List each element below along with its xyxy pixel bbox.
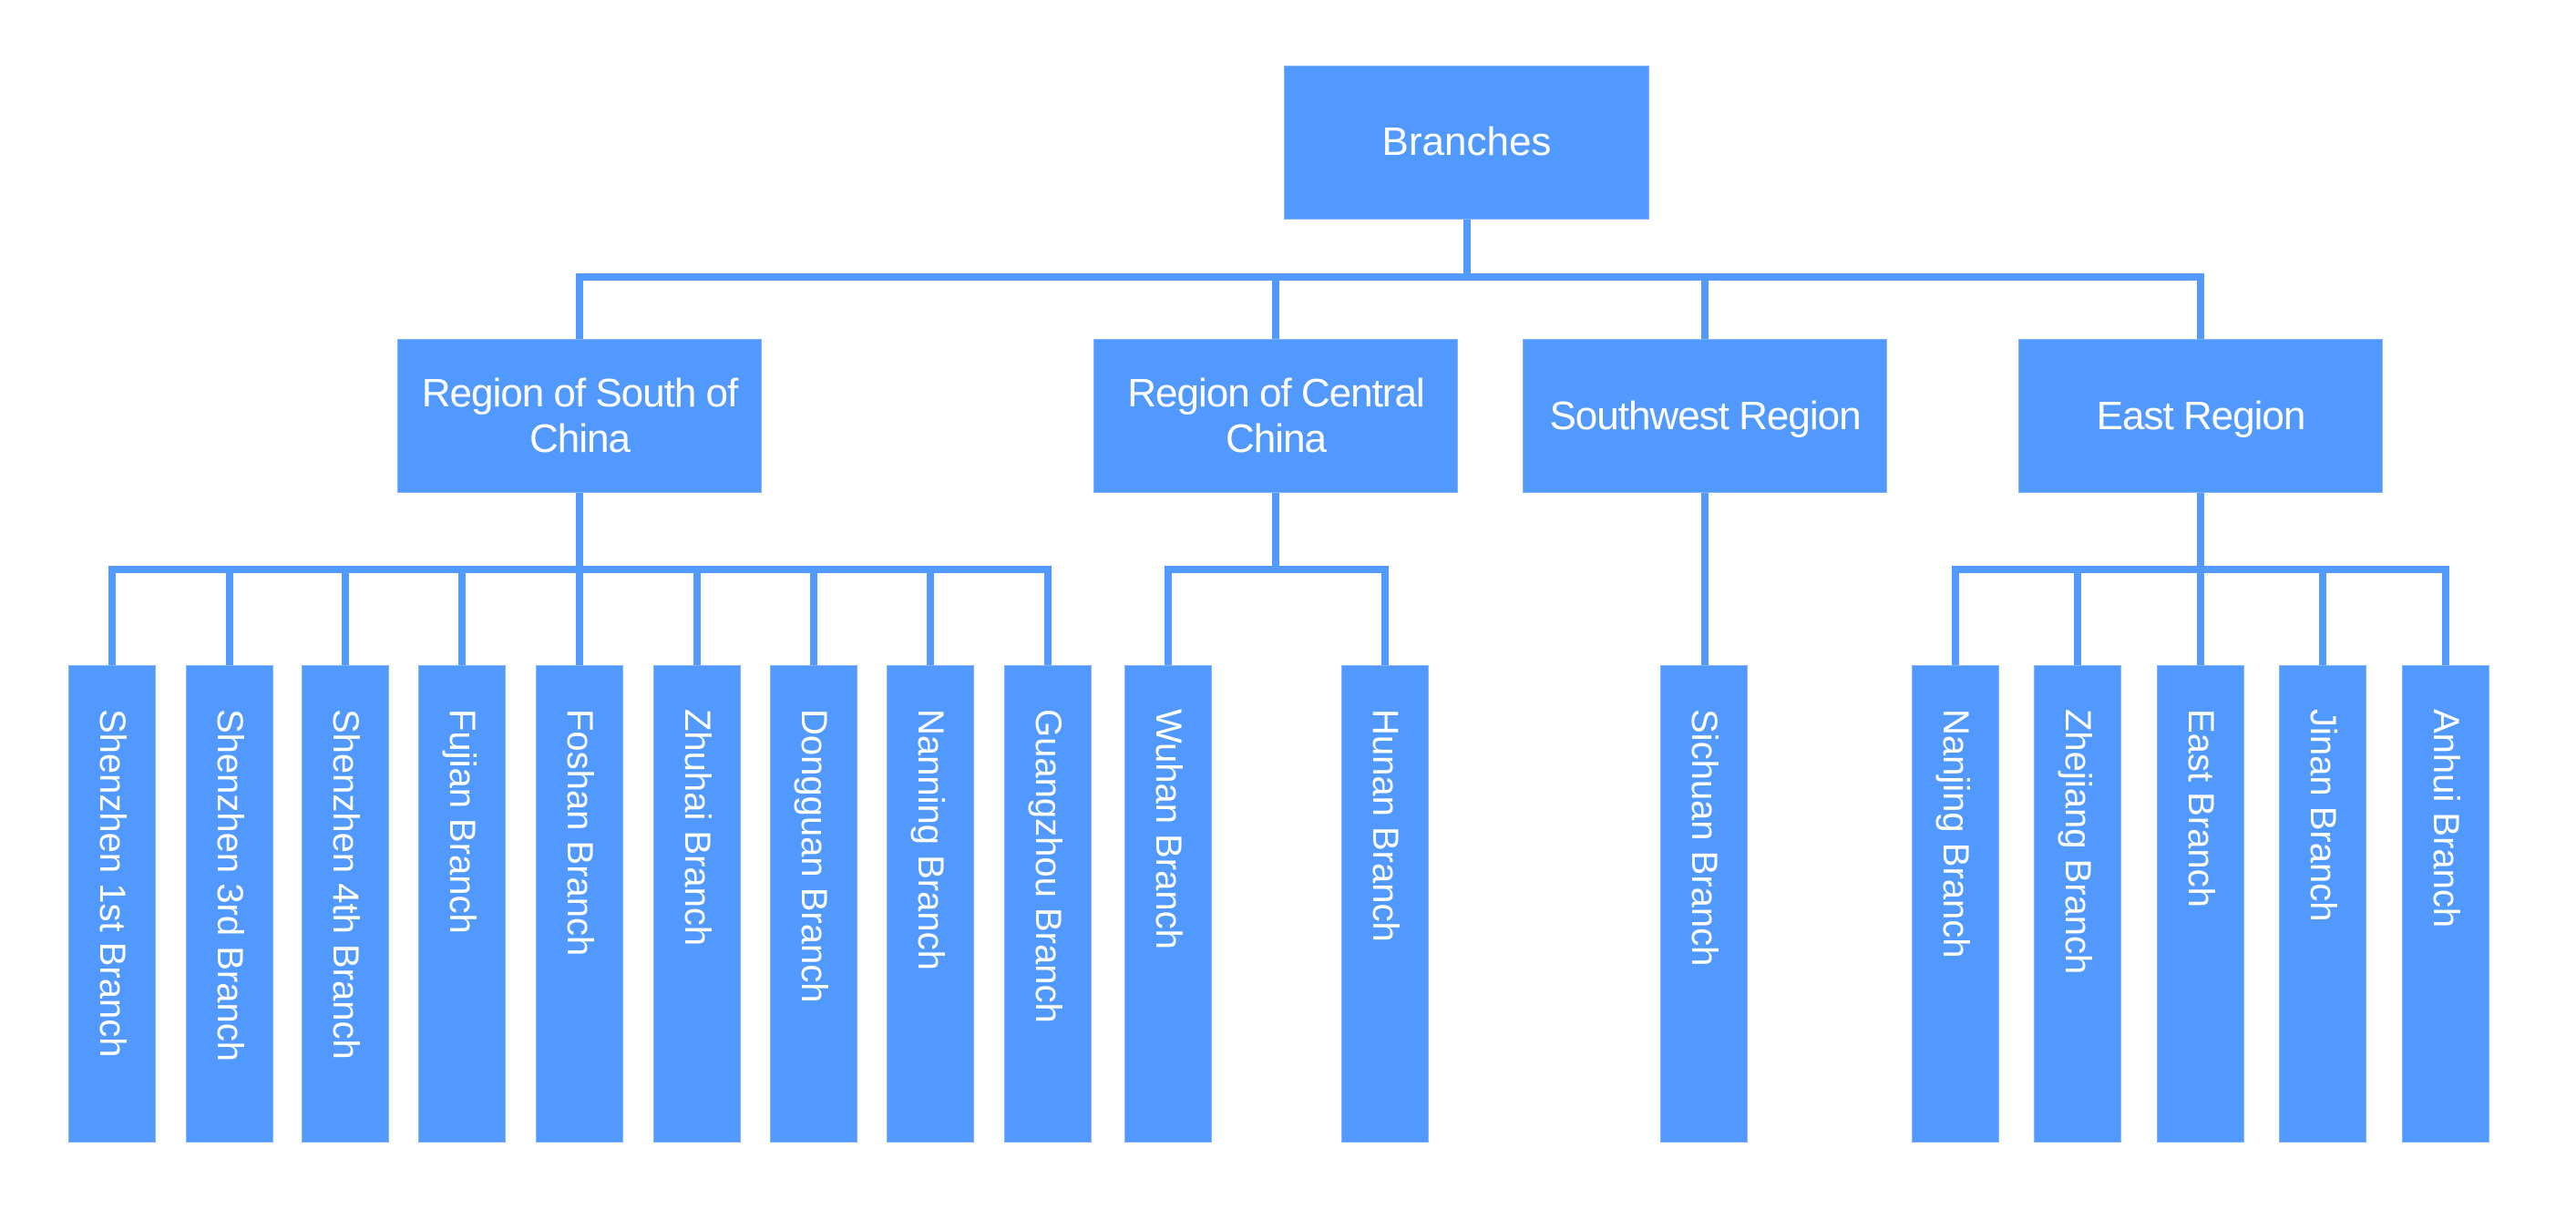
region-node-southwest-region: Southwest Region [1523, 339, 1887, 493]
branch-label: East Branch [2181, 709, 2221, 908]
branch-label: Jinan Branch [2303, 709, 2343, 922]
connector-leaf-drop [458, 566, 466, 665]
root-node-branches: Branches [1284, 66, 1649, 220]
branch-node-guangzhou-branch: Guangzhou Branch [1004, 665, 1092, 1143]
connector-region-down [1272, 493, 1279, 573]
connector-leaf-drop [1165, 566, 1172, 665]
branch-label: Anhui Branch [2426, 709, 2466, 928]
connector-region-drop [2197, 273, 2204, 339]
connector-top-bus [576, 273, 2204, 281]
branch-label: Hunan Branch [1365, 709, 1405, 942]
branch-node-wuhan-branch: Wuhan Branch [1124, 665, 1212, 1143]
connector-region-to-leaf [1701, 493, 1709, 665]
branch-label: Wuhan Branch [1148, 709, 1188, 949]
branch-label: Guangzhou Branch [1028, 709, 1068, 1023]
branch-label: Dongguan Branch [794, 709, 834, 1003]
connector-region-drop [576, 273, 583, 339]
root-label: Branches [1381, 119, 1552, 165]
connector-branch-bus [1165, 566, 1389, 573]
region-node-east-region: East Region [2018, 339, 2383, 493]
branch-node-hunan-branch: Hunan Branch [1341, 665, 1429, 1143]
branch-node-east-branch: East Branch [2157, 665, 2244, 1143]
branch-label: Shenzhen 1st Branch [92, 709, 132, 1058]
connector-leaf-drop [2197, 566, 2204, 665]
branch-label: Nanjing Branch [1935, 709, 1976, 959]
branch-node-nanjing-branch: Nanjing Branch [1912, 665, 1999, 1143]
branch-node-zhuhai-branch: Zhuhai Branch [653, 665, 741, 1143]
connector-leaf-drop [2442, 566, 2449, 665]
connector-leaf-drop [1044, 566, 1052, 665]
branch-node-anhui-branch: Anhui Branch [2402, 665, 2489, 1143]
branch-node-fujian-branch: Fujian Branch [418, 665, 506, 1143]
branch-label: Fujian Branch [442, 709, 482, 934]
branch-node-nanning-branch: Nanning Branch [887, 665, 974, 1143]
connector-region-drop [1701, 273, 1709, 339]
branch-node-dongguan-branch: Dongguan Branch [770, 665, 857, 1143]
region-node-region-of-central-china: Region of Central China [1093, 339, 1458, 493]
branch-label: Nanning Branch [910, 709, 950, 970]
region-label: Region of South of China [421, 371, 738, 461]
region-label: Southwest Region [1549, 393, 1861, 438]
connector-leaf-drop [2074, 566, 2081, 665]
branch-label: Zhuhai Branch [677, 709, 717, 947]
branch-label: Shenzhen 4th Branch [325, 709, 365, 1060]
connector-region-drop [1272, 273, 1279, 339]
connector-leaf-drop [1381, 566, 1389, 665]
connector-leaf-drop [927, 566, 934, 665]
branch-label: Zhejiang Branch [2058, 709, 2098, 975]
connector-leaf-drop [342, 566, 349, 665]
connector-leaf-drop [1952, 566, 1959, 665]
connector-leaf-drop [810, 566, 817, 665]
connector-leaf-drop [108, 566, 116, 665]
connector-region-down [576, 493, 583, 573]
branch-node-jinan-branch: Jinan Branch [2279, 665, 2366, 1143]
branch-node-shenzhen-4th-branch: Shenzhen 4th Branch [302, 665, 389, 1143]
branch-node-zhejiang-branch: Zhejiang Branch [2034, 665, 2121, 1143]
region-node-region-of-south-of-china: Region of South of China [397, 339, 762, 493]
connector-leaf-drop [226, 566, 233, 665]
branch-node-foshan-branch: Foshan Branch [536, 665, 623, 1143]
connector-region-down [2197, 493, 2204, 573]
branch-node-shenzhen-1st-branch: Shenzhen 1st Branch [68, 665, 156, 1143]
region-label: East Region [2096, 393, 2306, 438]
connector-leaf-drop [2319, 566, 2326, 665]
branch-label: Shenzhen 3rd Branch [210, 709, 250, 1061]
branch-label: Sichuan Branch [1684, 709, 1724, 967]
branch-node-shenzhen-3rd-branch: Shenzhen 3rd Branch [186, 665, 273, 1143]
connector-leaf-drop [576, 566, 583, 665]
region-label: Region of Central China [1127, 371, 1424, 461]
branch-label: Foshan Branch [559, 709, 600, 957]
connector-leaf-drop [693, 566, 701, 665]
connector-root-down [1463, 220, 1471, 281]
branch-node-sichuan-branch: Sichuan Branch [1660, 665, 1748, 1143]
